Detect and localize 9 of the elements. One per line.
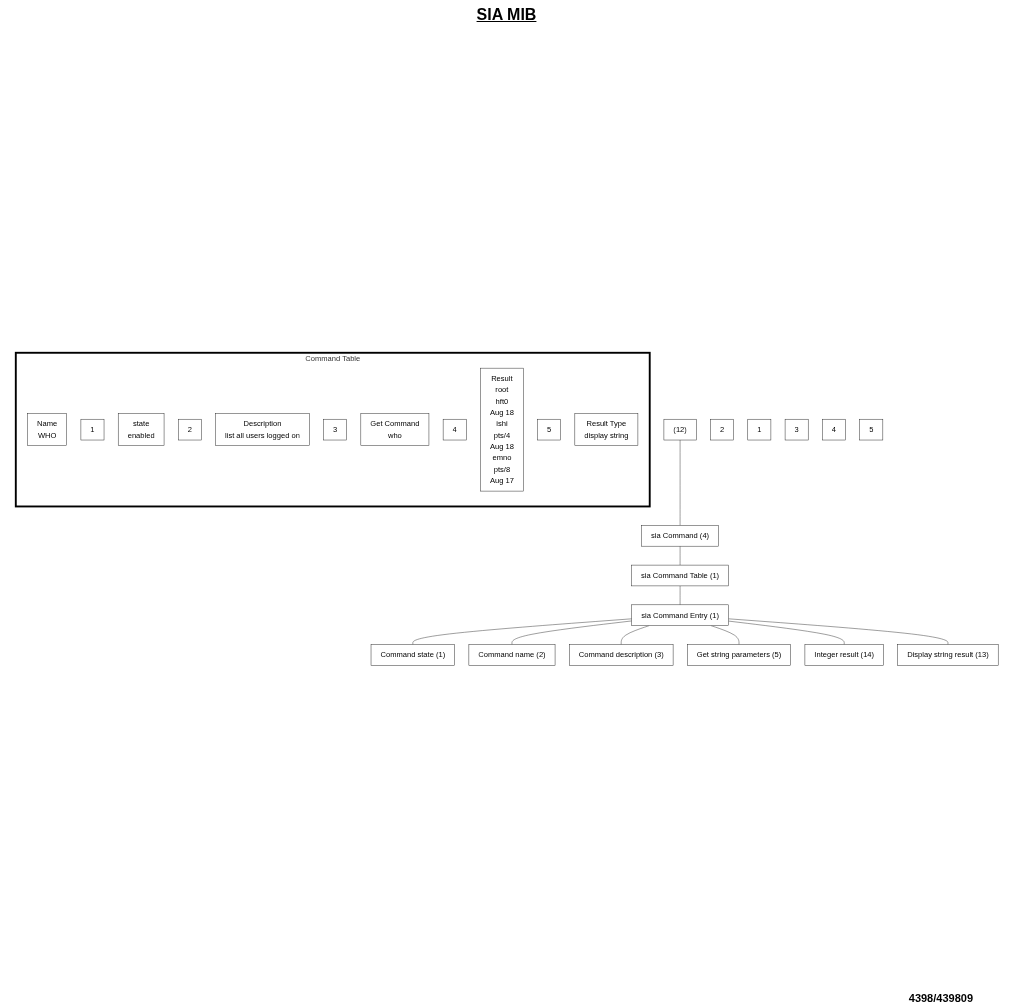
connector: [511, 620, 632, 645]
section-heading: SIA MIB: [476, 6, 537, 24]
connector: [679, 585, 680, 605]
connector: [412, 618, 632, 645]
figure-number: 4398/439809: [908, 992, 973, 1004]
connector: [679, 545, 680, 566]
connector: [727, 620, 844, 645]
connector: [620, 625, 649, 645]
connector: [727, 618, 948, 645]
